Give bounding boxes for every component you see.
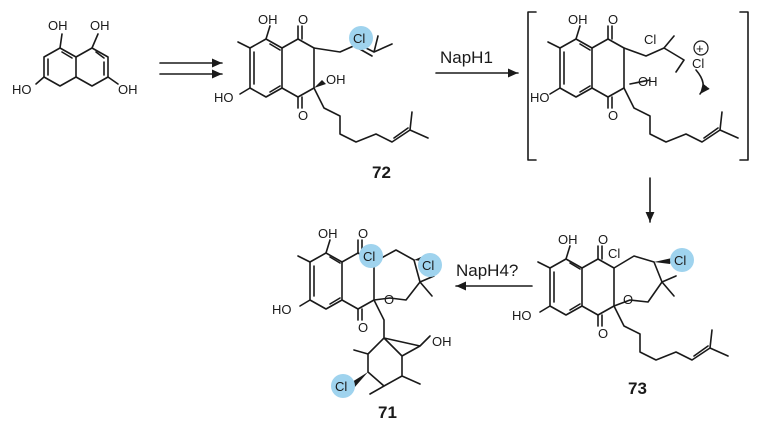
o-label: O <box>608 108 618 123</box>
oh-label: OH <box>258 12 278 27</box>
starting-naphthol: OH OH HO OH <box>12 18 138 97</box>
o-label: O <box>358 226 368 241</box>
ho-label: HO <box>272 302 292 317</box>
oh-label: OH <box>90 18 110 33</box>
reagent-naph4: NapH4? <box>456 261 518 280</box>
cl-label: Cl <box>692 56 704 71</box>
oh-label: OH <box>568 12 588 27</box>
reagent-naph1: NapH1 <box>440 48 493 67</box>
o-label: O <box>623 292 633 307</box>
o-label: O <box>358 320 368 335</box>
oh-label: OH <box>318 226 338 241</box>
plus-label: + <box>696 41 704 56</box>
compound-71-number: 71 <box>378 403 397 422</box>
compound-73: O O OH HO O Cl Cl 73 <box>512 232 729 398</box>
o-label: O <box>598 232 608 247</box>
oh-label: OH <box>118 82 138 97</box>
oh-label: OH <box>48 18 68 33</box>
ho-label: HO <box>512 308 532 323</box>
compound-73-number: 73 <box>628 379 647 398</box>
cl-label: Cl <box>608 246 620 261</box>
oh-label: OH <box>638 74 658 89</box>
compound-71: O O OH HO O OH Cl Cl Cl 71 <box>272 226 452 422</box>
oh-label: OH <box>326 72 346 87</box>
o-label: O <box>384 292 394 307</box>
cl-label: Cl <box>674 253 686 268</box>
cl-label: Cl <box>644 32 656 47</box>
ho-label: HO <box>12 82 32 97</box>
cl-label: Cl <box>353 31 365 46</box>
compound-72: O O OH HO OH Cl 72 <box>214 12 429 182</box>
cl-label: Cl <box>363 249 375 264</box>
oh-label: OH <box>558 232 578 247</box>
chloronium-intermediate: + O O OH HO OH Cl Cl <box>527 11 749 161</box>
cl-label: Cl <box>335 379 347 394</box>
naph4-step: NapH4? <box>455 261 533 291</box>
multistep-arrow <box>159 58 223 79</box>
o-label: O <box>298 12 308 27</box>
o-label: O <box>598 326 608 341</box>
o-label: O <box>298 108 308 123</box>
compound-72-number: 72 <box>372 163 391 182</box>
ho-label: HO <box>214 90 234 105</box>
naph1-step: NapH1 <box>435 48 519 78</box>
ho-label: HO <box>530 90 550 105</box>
cl-label: Cl <box>422 258 434 273</box>
o-label: O <box>608 12 618 27</box>
oh-label: OH <box>432 334 452 349</box>
